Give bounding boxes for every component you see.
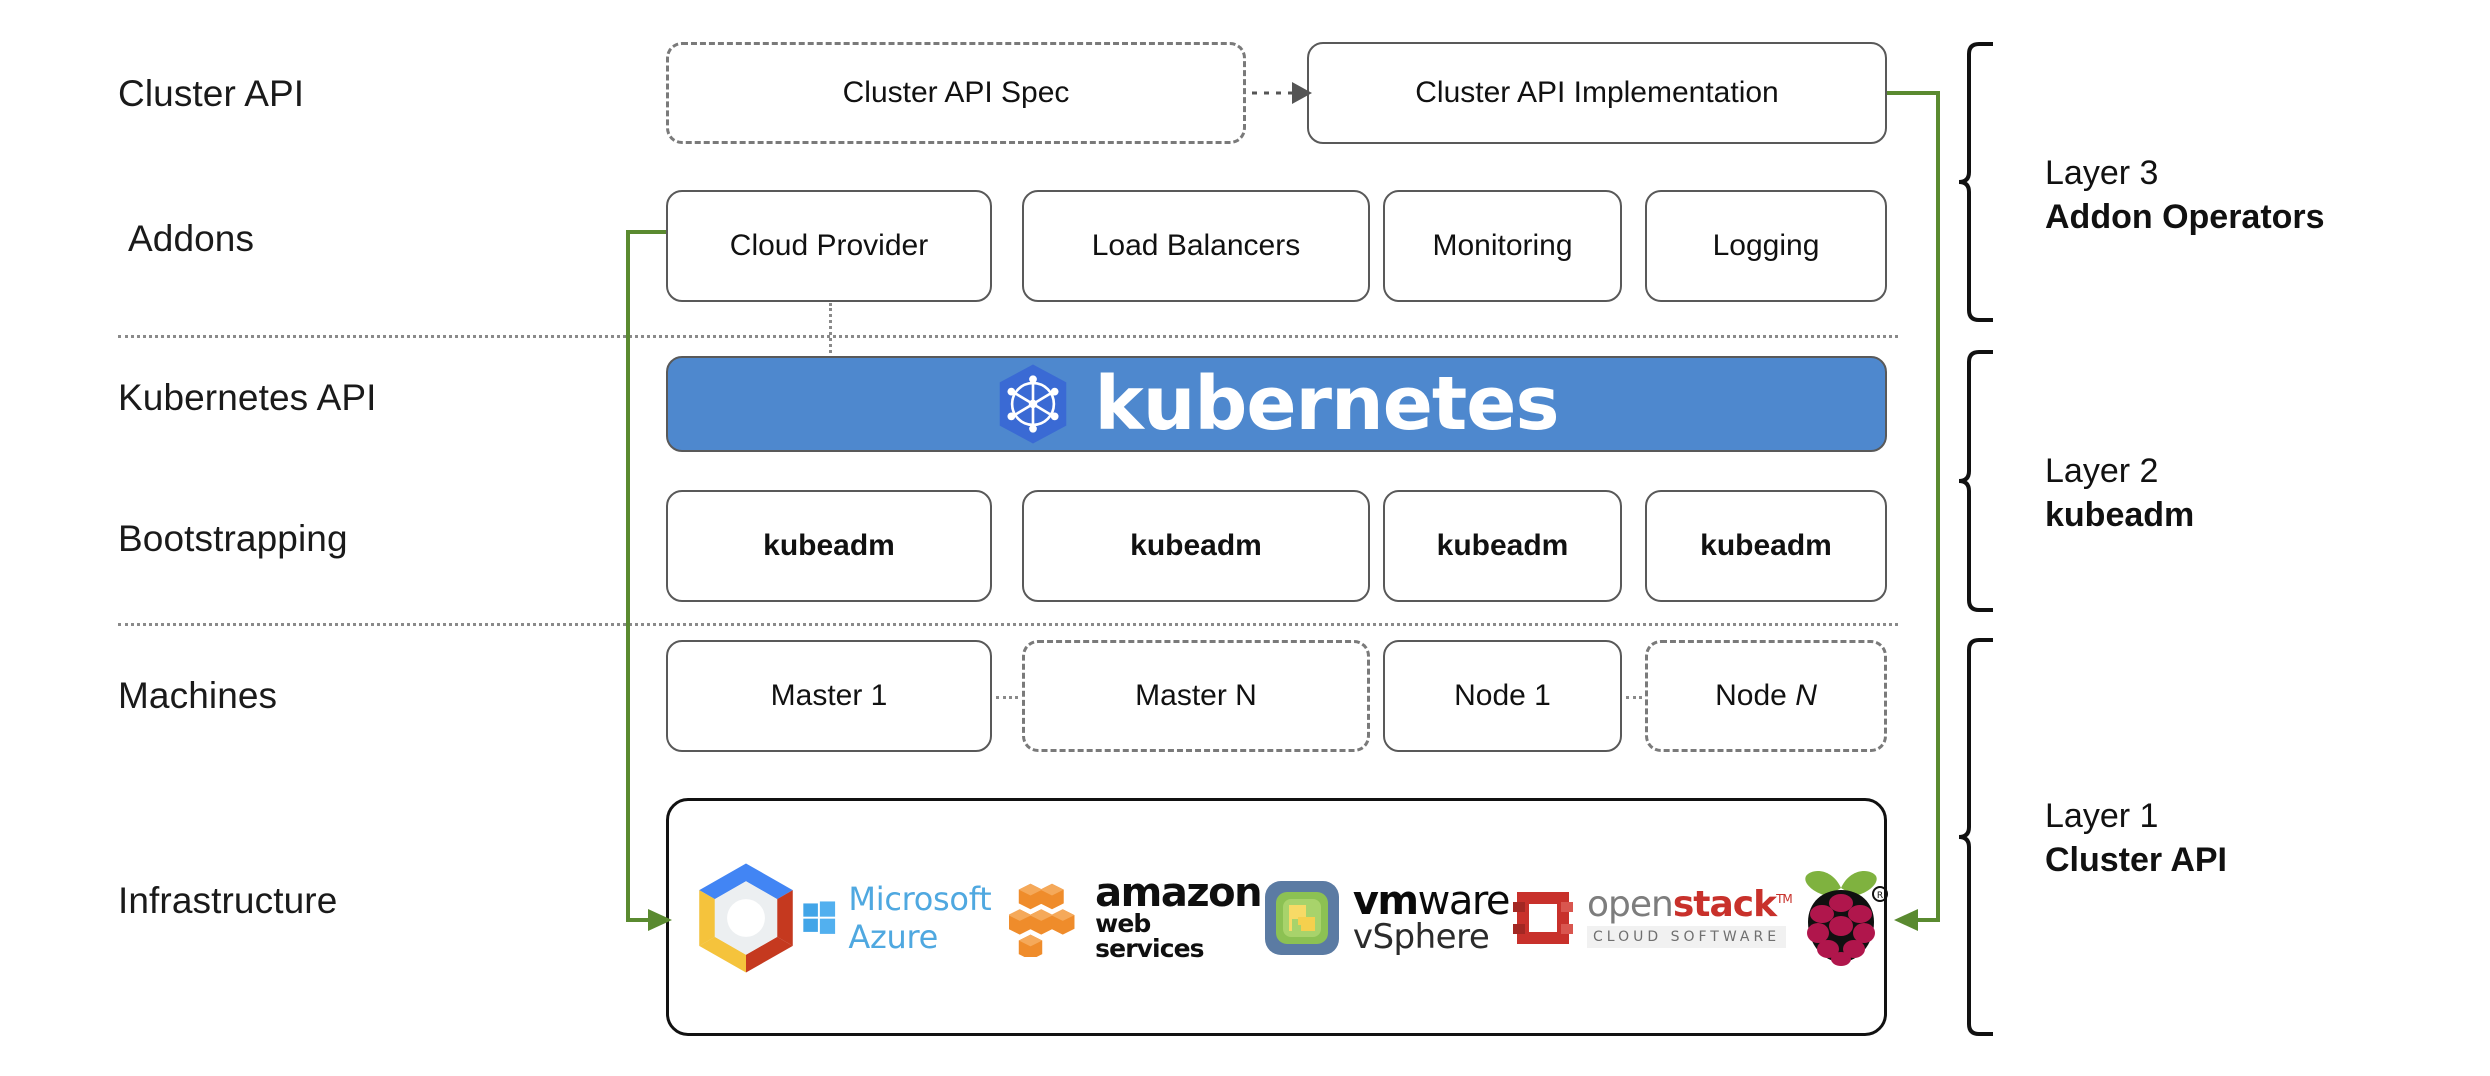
node-label: Cloud Provider xyxy=(729,229,929,262)
amazon-wordmark: amazon xyxy=(1095,869,1262,916)
node-node-1[interactable]: Node 1 xyxy=(1383,640,1622,752)
layer-2-number: Layer 2 xyxy=(2045,452,2159,490)
aws-cubes-icon xyxy=(1008,883,1075,957)
layer-3-name: Addon Operators xyxy=(2045,197,2325,236)
node-label: Node xyxy=(1715,679,1796,712)
green-arrowhead-right xyxy=(1894,909,1918,931)
node-label: Cluster API Implementation xyxy=(1415,76,1779,109)
google-cloud-icon xyxy=(690,859,802,977)
node-master-1[interactable]: Master 1 xyxy=(666,640,992,752)
layer-2-name: kubeadm xyxy=(2045,495,2195,534)
node-label: Master 1 xyxy=(770,679,888,712)
node-kubernetes-banner[interactable]: kubernetes xyxy=(666,356,1887,452)
node-label: Load Balancers xyxy=(1091,229,1301,262)
layer-1-number: Layer 1 xyxy=(2045,797,2159,835)
brace-layer-3 xyxy=(1958,42,1993,322)
node-cloud-provider[interactable]: Cloud Provider xyxy=(666,190,992,302)
webservices-wordmark: web services xyxy=(1095,909,1204,964)
node-kubeadm-4[interactable]: kubeadm xyxy=(1645,490,1887,602)
layer-3-number: Layer 3 xyxy=(2045,154,2159,192)
node-kubeadm-1[interactable]: kubeadm xyxy=(666,490,992,602)
node-label: kubeadm xyxy=(1436,529,1569,562)
node-label: kubeadm xyxy=(1130,529,1262,562)
layer-label-2: Layer 2 kubeadm xyxy=(2045,450,2194,537)
node-label-wrap: Node N xyxy=(1715,679,1817,713)
node-logging[interactable]: Logging xyxy=(1645,190,1887,302)
layer-1-name: Cluster API xyxy=(2045,840,2228,879)
green-line-impl-to-infra xyxy=(1887,91,1940,922)
windows-icon xyxy=(803,901,836,934)
microsoft-azure-logo: Microsoft Azure xyxy=(802,880,1009,956)
connector-node1-noden xyxy=(1626,696,1642,699)
node-label: Cluster API Spec xyxy=(842,76,1070,109)
svg-text:R: R xyxy=(1877,891,1883,901)
openstack-wordmark-open: open xyxy=(1587,883,1674,925)
layer-label-3: Layer 3 Addon Operators xyxy=(2045,152,2325,239)
node-cluster-api-spec[interactable]: Cluster API Spec xyxy=(666,42,1246,144)
node-label: Master N xyxy=(1135,679,1257,712)
row-label-infrastructure: Infrastructure xyxy=(118,880,338,921)
node-label: kubeadm xyxy=(763,529,895,562)
brace-layer-2 xyxy=(1958,350,1993,612)
vmware-wordmark: vmware xyxy=(1353,881,1511,921)
raspberry-pi-icon: R xyxy=(1805,871,1888,966)
node-master-n[interactable]: Master N xyxy=(1022,640,1370,752)
node-node-n[interactable]: Node N xyxy=(1645,640,1887,752)
openstack-tagline: CLOUD SOFTWARE xyxy=(1587,926,1787,949)
brace-layer-1 xyxy=(1958,638,1993,1036)
raspberry-pi-logo: R xyxy=(1792,862,1890,974)
azure-wordmark: Microsoft Azure xyxy=(848,880,992,956)
kubernetes-wordmark: kubernetes xyxy=(1094,361,1559,447)
node-cluster-api-implementation[interactable]: Cluster API Implementation xyxy=(1307,42,1887,144)
vmware-wordmark-light: ware xyxy=(1417,878,1511,924)
openstack-trademark: TM xyxy=(1776,891,1793,906)
vmware-wordmark-bold: vm xyxy=(1352,878,1419,924)
row-label-kubernetes-api: Kubernetes API xyxy=(118,377,377,418)
vsphere-icon xyxy=(1264,881,1339,955)
connector-master1-mastern xyxy=(996,696,1018,699)
node-label: Monitoring xyxy=(1432,229,1573,262)
layer-label-1: Layer 1 Cluster API xyxy=(2045,795,2227,882)
vsphere-wordmark: vSphere xyxy=(1352,917,1490,957)
node-label-italic: N xyxy=(1795,679,1817,712)
kubernetes-helm-icon xyxy=(994,363,1072,445)
node-monitoring[interactable]: Monitoring xyxy=(1383,190,1622,302)
separator-layer2-layer1 xyxy=(118,623,1898,626)
node-label: Node 1 xyxy=(1454,679,1551,712)
openstack-wordmark: openstackTM xyxy=(1587,886,1793,922)
node-label: Logging xyxy=(1712,229,1820,262)
node-kubeadm-2[interactable]: kubeadm xyxy=(1022,490,1370,602)
row-label-cluster-api: Cluster API xyxy=(118,73,305,114)
openstack-icon xyxy=(1513,892,1574,944)
row-label-machines: Machines xyxy=(118,675,278,716)
infrastructure-provider-logos: Microsoft Azure xyxy=(690,853,1888,983)
node-kubeadm-3[interactable]: kubeadm xyxy=(1383,490,1622,602)
row-label-addons: Addons xyxy=(128,218,255,259)
node-load-balancers[interactable]: Load Balancers xyxy=(1022,190,1370,302)
openstack-wordmark-stack: stack xyxy=(1672,883,1777,925)
connector-cloudprovider-to-kubernetes xyxy=(829,303,832,365)
vmware-vsphere-logo: vmware vSphere xyxy=(1263,879,1511,957)
amazon-web-services-logo: amazon web services xyxy=(1008,869,1263,964)
separator-layer3-layer2 xyxy=(118,335,1898,338)
openstack-logo: openstackTM CLOUD SOFTWARE xyxy=(1509,884,1793,952)
node-label: kubeadm xyxy=(1700,529,1832,562)
row-label-bootstrapping: Bootstrapping xyxy=(118,518,348,559)
